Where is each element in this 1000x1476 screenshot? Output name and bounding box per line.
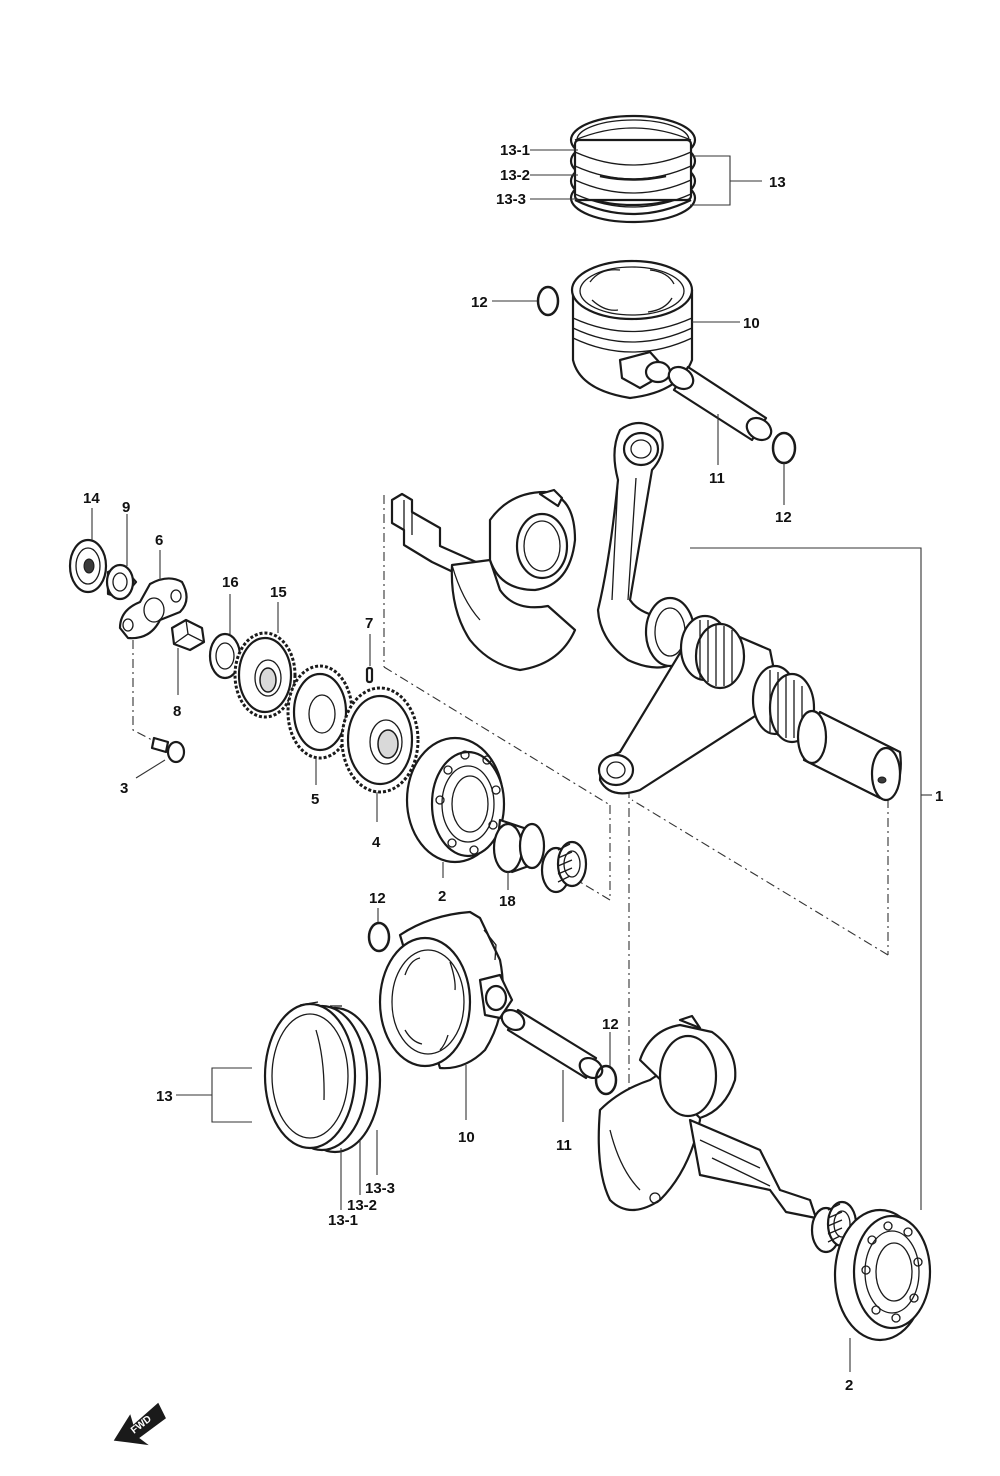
assembly-dashed-guides <box>383 495 889 1090</box>
plate-6 <box>118 577 188 640</box>
callout-key-7: 7 <box>365 615 373 632</box>
callout-lower-pin-11: 11 <box>556 1137 572 1154</box>
callout-top-ring-set-13: 13 <box>769 174 786 191</box>
lower-clip-right <box>594 1064 618 1096</box>
key-7 <box>365 666 374 684</box>
callout-lower-piston-10: 10 <box>458 1129 475 1146</box>
callout-top-clip-right-12: 12 <box>775 509 792 526</box>
callout-bolt-3: 3 <box>120 780 128 797</box>
callout-top-ring-13-3: 13-3 <box>496 191 526 208</box>
top-piston-clip-right <box>771 431 797 465</box>
washer-14 <box>68 538 108 594</box>
callout-washer-14: 14 <box>83 490 100 507</box>
needle-bearing-upper <box>679 614 746 690</box>
crankshaft-right-half <box>597 1014 818 1220</box>
top-piston <box>570 259 694 400</box>
connecting-rod-upper <box>596 421 696 669</box>
lower-piston-ring-set <box>263 1001 382 1154</box>
nut-8 <box>170 618 206 652</box>
crank-assembly-bracket <box>690 547 922 1210</box>
callout-top-ring-13-2: 13-2 <box>500 167 530 184</box>
callout-crank-assembly-1: 1 <box>935 788 943 805</box>
callout-top-ring-13-1: 13-1 <box>500 142 530 159</box>
callout-gear-5: 5 <box>311 791 319 808</box>
callout-crank-bearing-right-2: 2 <box>845 1377 853 1394</box>
lower-piston <box>378 910 514 1070</box>
spline-collar <box>540 840 588 894</box>
top-piston-pin <box>667 365 773 442</box>
callout-gear-15: 15 <box>270 584 287 601</box>
callout-bearing-9: 9 <box>122 499 130 516</box>
bearing-9 <box>105 563 138 601</box>
callout-washer-16: 16 <box>222 574 239 591</box>
callout-top-piston-10: 10 <box>743 315 760 332</box>
callout-nut-8: 8 <box>173 703 181 720</box>
crank-pin <box>796 709 902 802</box>
callout-lower-clip-left-12: 12 <box>369 890 386 907</box>
callout-gear-4: 4 <box>372 834 381 851</box>
bushing-18 <box>492 818 546 874</box>
washer-16 <box>208 632 242 680</box>
callout-plate-6: 6 <box>155 532 163 549</box>
callout-bushing-18: 18 <box>499 893 516 910</box>
crank-bearing-left-2 <box>405 736 506 864</box>
top-piston-clip-left <box>536 285 560 317</box>
callout-lower-ring-13-3: 13-3 <box>365 1180 395 1197</box>
gear-4 <box>340 686 420 794</box>
top-ring-leaders <box>530 149 762 206</box>
bolt-3 <box>150 736 186 764</box>
callout-crank-bearing-left-2: 2 <box>438 888 446 905</box>
crank-bearing-right-2 <box>833 1208 932 1342</box>
gear-15 <box>233 631 297 719</box>
crankshaft-left-half <box>390 488 577 672</box>
callout-top-clip-left-12: 12 <box>471 294 488 311</box>
callout-lower-ring-13-1: 13-1 <box>328 1212 358 1229</box>
callout-top-pin-11: 11 <box>709 470 725 487</box>
callout-lower-ring-set-13: 13 <box>156 1088 173 1105</box>
lower-piston-pin <box>500 1008 604 1080</box>
callout-lower-ring-13-2: 13-2 <box>347 1197 377 1214</box>
lower-clip-left <box>367 921 391 953</box>
top-piston-ring-set <box>569 114 697 224</box>
fwd-arrow-icon: FWD <box>113 1402 166 1446</box>
callout-lower-clip-right-12: 12 <box>602 1016 619 1033</box>
